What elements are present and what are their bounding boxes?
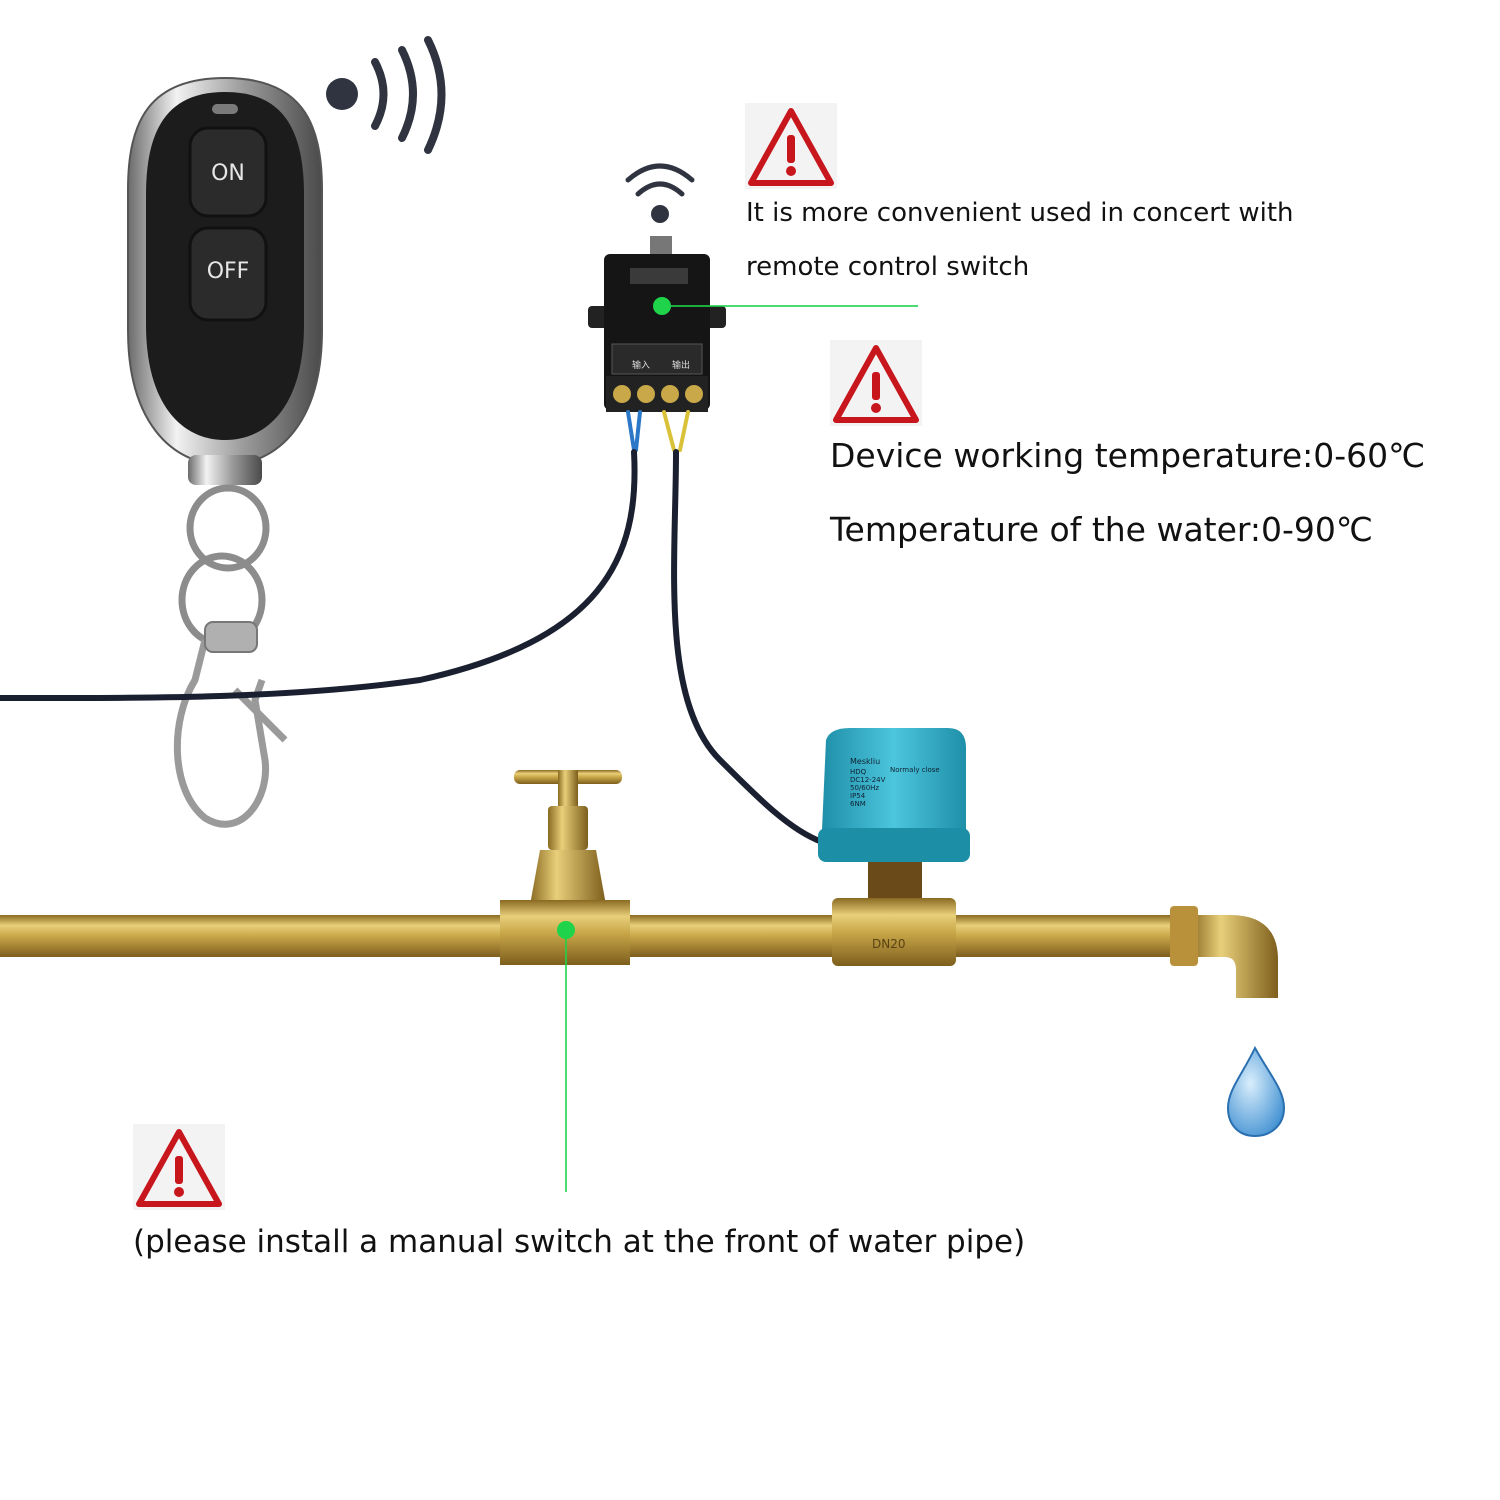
relay-wifi-icon <box>625 163 695 223</box>
wireless-signal-icon <box>326 36 446 154</box>
warning-icon <box>133 1124 225 1210</box>
relay-module: 输入 输出 <box>588 163 726 412</box>
water-pipe <box>0 906 1278 998</box>
device-temperature-note: Device working temperature:0-60℃ <box>830 436 1426 475</box>
convenience-note-line1: It is more convenient used in concert wi… <box>746 198 1294 228</box>
valve-spec-3: 50/60Hz <box>850 784 879 792</box>
on-button-label: ON <box>211 161 245 186</box>
pointer-lines <box>557 297 918 1192</box>
warning-icon <box>745 103 837 189</box>
water-temperature-note: Temperature of the water:0-90℃ <box>830 510 1373 549</box>
valve-brand: Meskliu <box>850 757 880 766</box>
relay-input-label: 输入 <box>632 359 650 371</box>
valve-size: DN20 <box>872 937 906 951</box>
off-button <box>188 226 268 322</box>
valve-spec-2: DC12-24V <box>850 776 886 784</box>
relay-output-label: 输出 <box>672 359 690 371</box>
valve-mode: Normaly close <box>890 766 940 774</box>
water-drop-icon <box>1226 1045 1286 1138</box>
valve-spec-4: IP54 <box>850 792 866 800</box>
valve-spec-1: HDQ <box>850 768 867 776</box>
remote-fob: ON OFF <box>127 76 323 485</box>
wires <box>0 410 825 845</box>
convenience-note-line2: remote control switch <box>746 252 1030 282</box>
manual-switch-note: (please install a manual switch at the f… <box>133 1224 1026 1260</box>
warning-icon <box>830 340 922 426</box>
off-button-label: OFF <box>207 259 250 284</box>
motorized-valve: Meskliu HDQ DC12-24V 50/60Hz IP54 6NM No… <box>818 728 970 966</box>
on-button <box>188 126 268 218</box>
valve-spec-5: 6NM <box>850 800 866 808</box>
keyring-icon <box>173 484 288 828</box>
